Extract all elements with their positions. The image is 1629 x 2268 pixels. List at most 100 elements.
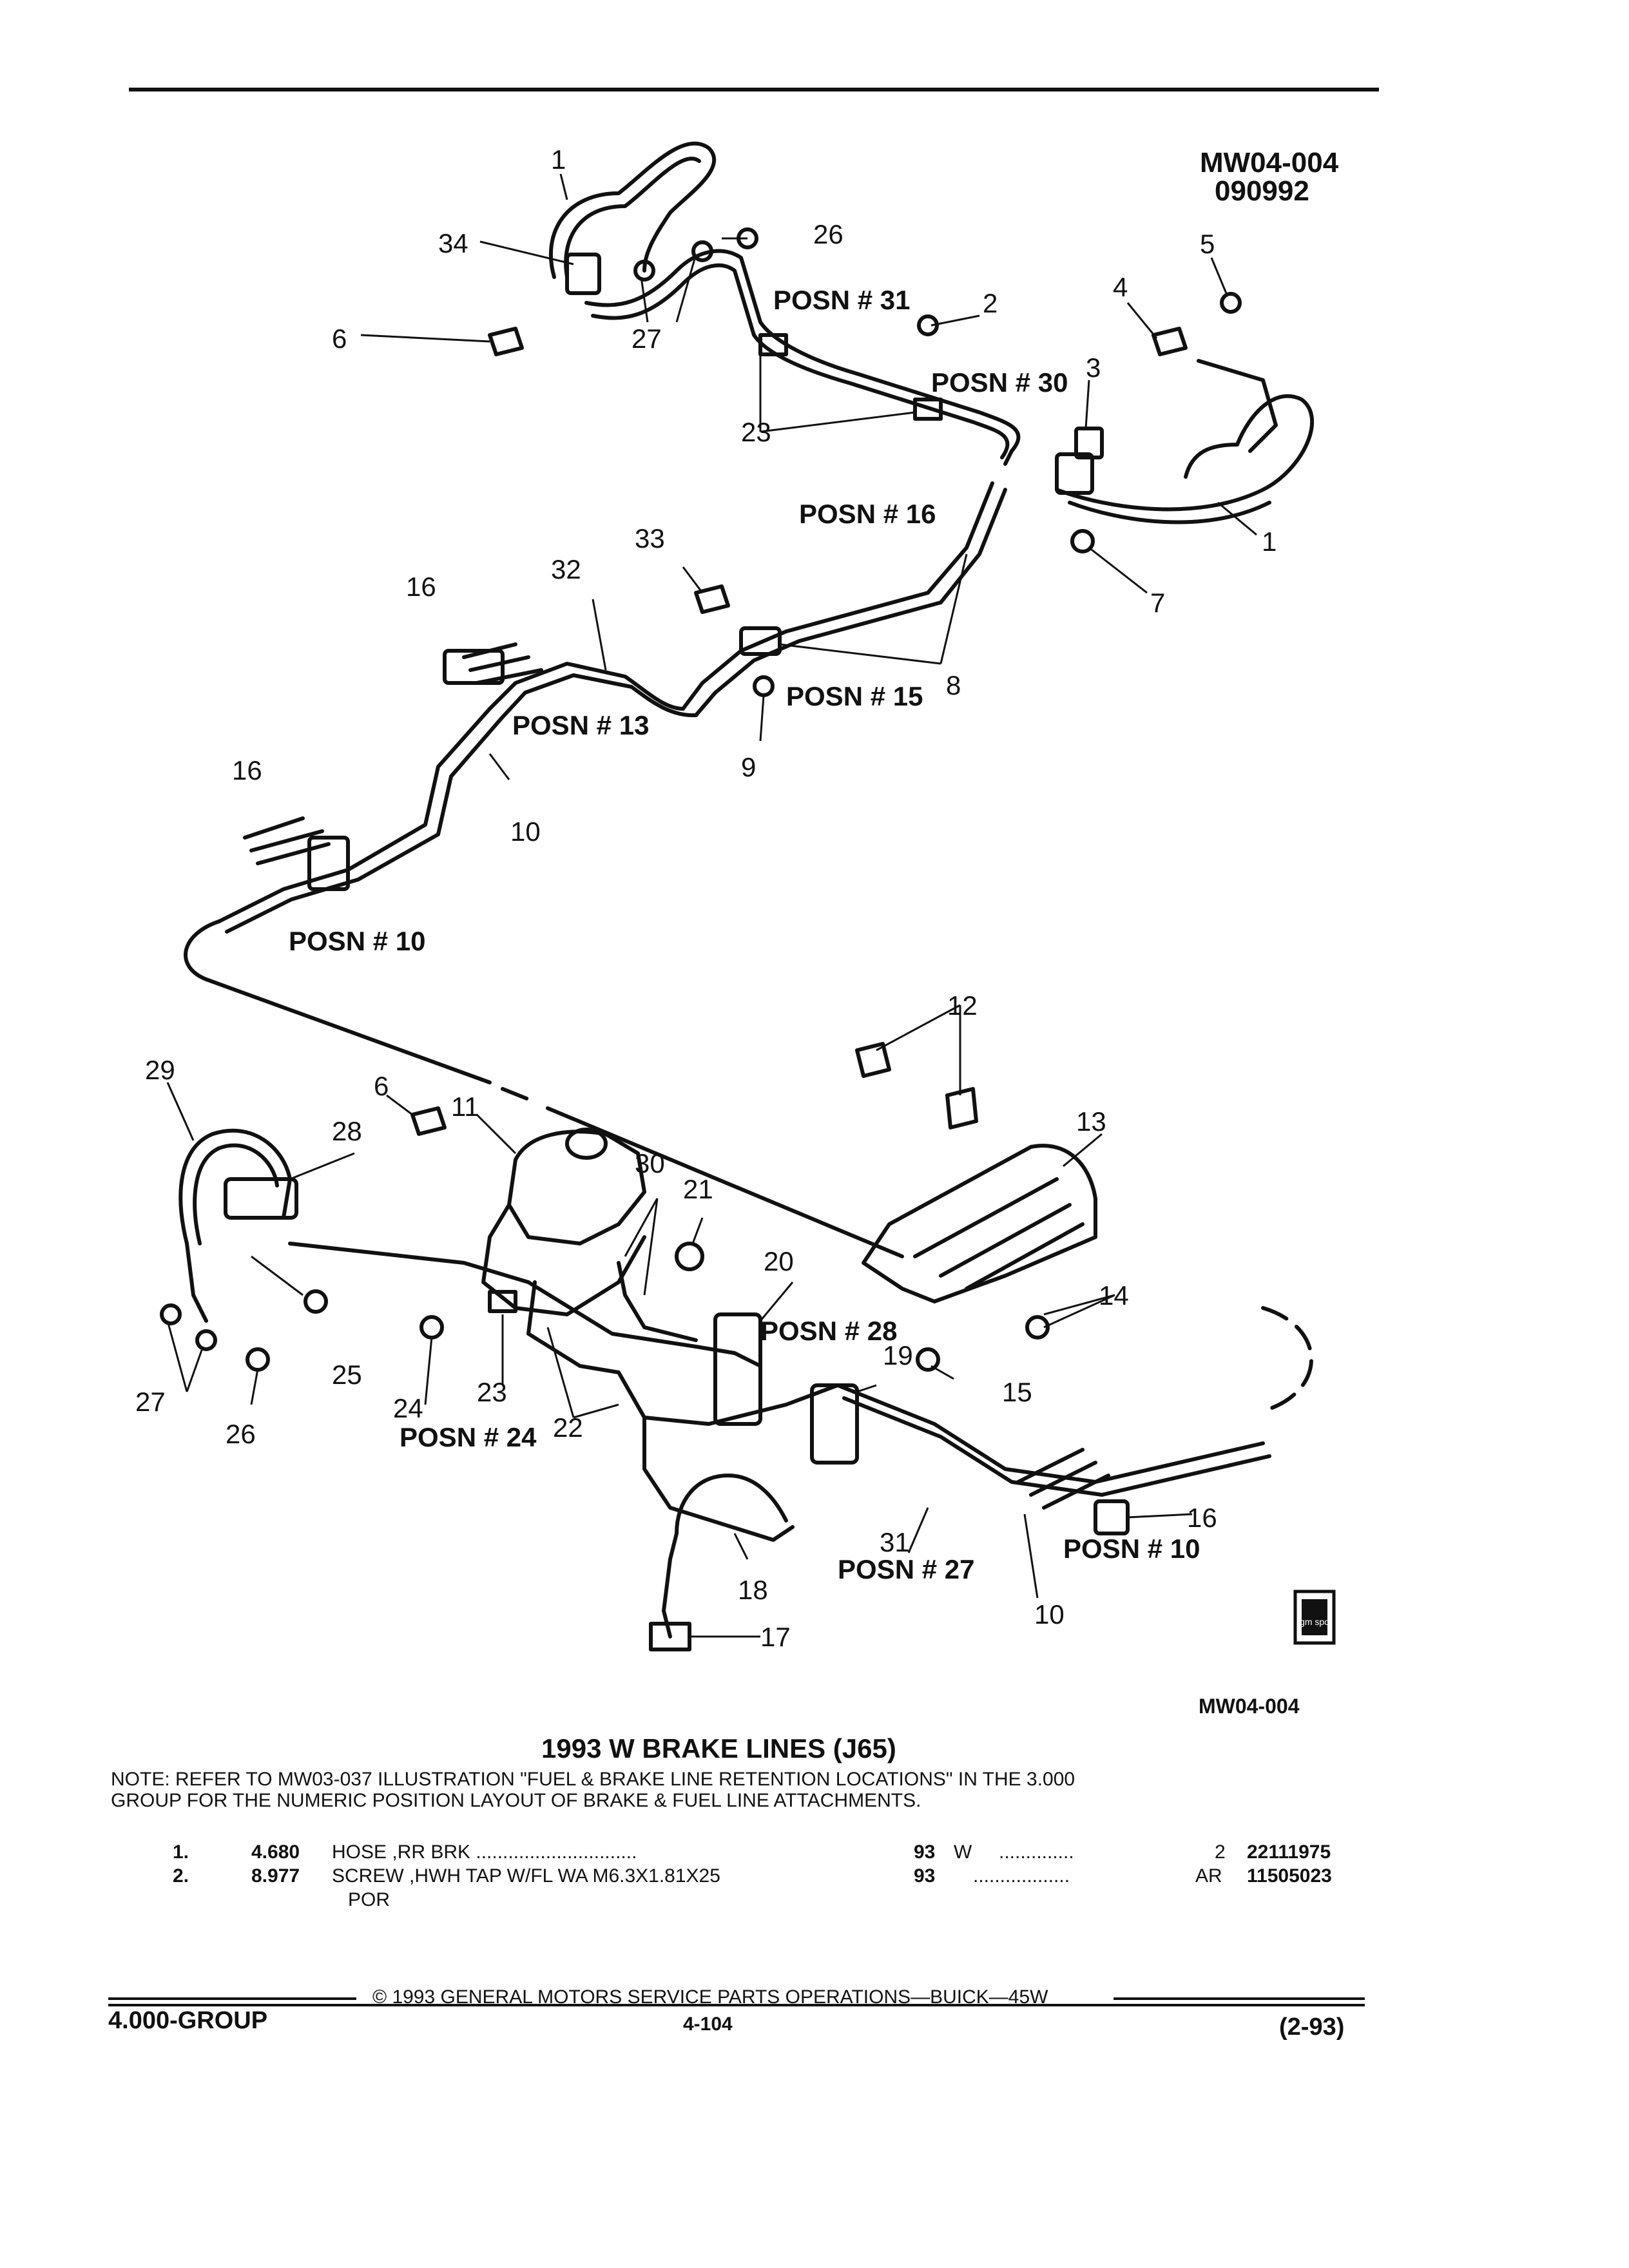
posn-10: POSN # 10 xyxy=(289,926,425,956)
part-1-number: 22111975 xyxy=(1247,1841,1331,1863)
footer-rule-full xyxy=(108,2004,1365,2006)
routing-loop-left xyxy=(184,919,492,1084)
page-title: 1993 W BRAKE LINES (J65) xyxy=(541,1733,896,1763)
callout-13: 13 xyxy=(1076,1106,1106,1137)
brake-line-upper-b xyxy=(591,263,1010,459)
footer-revision: (2-93) xyxy=(1279,2013,1345,2041)
heat-shield xyxy=(862,1144,1097,1303)
part-2-dots: .................. xyxy=(973,1865,1070,1887)
callout-30: 30 xyxy=(635,1148,665,1178)
part-2-qty: AR xyxy=(1195,1865,1222,1887)
connector-13 xyxy=(443,649,505,685)
rr-brake-hose-right-inner xyxy=(1068,501,1271,524)
clip-6b xyxy=(410,1106,447,1136)
callout-16-bottom: 16 xyxy=(1187,1503,1217,1533)
callout-19: 19 xyxy=(883,1340,913,1370)
callout-10-bottom: 10 xyxy=(1034,1599,1065,1629)
callout-33: 33 xyxy=(635,523,665,553)
part-1-code: 4.680 xyxy=(251,1841,300,1863)
rr-brake-hose-right xyxy=(1055,394,1315,512)
callout-4: 4 xyxy=(1113,272,1128,302)
nut-27c xyxy=(160,1303,182,1325)
callout-1-right: 1 xyxy=(1262,526,1277,557)
figure-code: MW04-004 xyxy=(1199,1695,1300,1718)
svg-text:gm spo: gm spo xyxy=(1300,1617,1329,1627)
footer-rule-right xyxy=(1113,1997,1365,2000)
front-hose-right xyxy=(662,1474,788,1639)
callout-5: 5 xyxy=(1200,229,1215,259)
callout-26-bottom: 26 xyxy=(226,1419,256,1449)
callout-24: 24 xyxy=(393,1393,423,1423)
screw-2 xyxy=(917,314,939,336)
posn-10-bottom: POSN # 10 xyxy=(1063,1533,1200,1564)
brake-line-upper-a xyxy=(584,249,1021,466)
callout-10: 10 xyxy=(510,816,541,847)
routing-loop-right xyxy=(1261,1306,1313,1413)
front-hose-left-inner xyxy=(193,1143,279,1245)
brake-line-mid-d xyxy=(225,673,698,934)
heat-shield-rib xyxy=(913,1177,1084,1291)
part-1-model: W xyxy=(954,1841,972,1863)
screw-9 xyxy=(753,675,775,697)
brake-line-bottom-b xyxy=(526,1280,840,1426)
hose-bracket-left xyxy=(565,253,601,295)
footer-group: 4.000-GROUP xyxy=(108,2007,268,2034)
clip-23b xyxy=(913,398,943,421)
nut-21 xyxy=(675,1242,704,1271)
callout-1: 1 xyxy=(551,144,566,175)
footer-page: 4-104 xyxy=(683,2013,733,2035)
callout-15: 15 xyxy=(1002,1377,1032,1407)
callout-27: 27 xyxy=(631,323,662,354)
clip-23c xyxy=(488,1290,517,1313)
callout-21: 21 xyxy=(683,1174,713,1204)
master-cylinder-reservoir xyxy=(507,1129,646,1245)
bracket-5-arm xyxy=(1197,359,1278,453)
clip-4 xyxy=(1152,327,1188,356)
brake-line-bottom-c xyxy=(617,1261,698,1342)
callout-22: 22 xyxy=(553,1412,583,1443)
screw-15 xyxy=(916,1347,940,1372)
diagram-date-code: 090992 xyxy=(1215,175,1309,207)
washer-27d xyxy=(195,1329,217,1351)
callout-23: 23 xyxy=(741,417,771,447)
screw-25 xyxy=(304,1289,328,1314)
part-1-year: 93 xyxy=(914,1841,936,1863)
screw-14a xyxy=(1025,1315,1050,1340)
front-hose-left-lower xyxy=(185,1242,208,1323)
rr-brake-hose-left-inner xyxy=(564,157,701,279)
part-2-code: 8.977 xyxy=(251,1865,300,1887)
callout-18: 18 xyxy=(738,1575,768,1605)
connector-17 xyxy=(649,1622,691,1651)
hose-bracket-right xyxy=(1055,452,1094,495)
clip-16-lower xyxy=(243,816,331,865)
nut-27a xyxy=(633,260,655,282)
posn-31: POSN # 31 xyxy=(773,285,910,315)
part-1-desc: HOSE ,RR BRK ...........................… xyxy=(332,1841,637,1863)
part-2-num: 2. xyxy=(173,1865,189,1887)
bolt-7 xyxy=(1070,529,1095,553)
bracket-28 xyxy=(224,1177,298,1220)
gm-spo-logo: gm spo xyxy=(1293,1590,1336,1645)
posn-24: POSN # 24 xyxy=(400,1422,537,1452)
callout-26: 26 xyxy=(813,219,843,249)
callout-7: 7 xyxy=(1150,588,1165,618)
callout-28: 28 xyxy=(332,1116,362,1146)
posn-16: POSN # 16 xyxy=(799,499,936,529)
callout-16: 16 xyxy=(406,572,436,602)
callout-14: 14 xyxy=(1099,1280,1129,1311)
callout-9: 9 xyxy=(741,752,756,782)
front-hose-left xyxy=(178,1128,292,1245)
bolt-5 xyxy=(1220,292,1242,314)
clip-16-bottom xyxy=(1016,1448,1110,1510)
callout-32: 32 xyxy=(551,554,581,584)
callout-8: 8 xyxy=(946,670,961,700)
part-2-number: 11505023 xyxy=(1247,1865,1332,1887)
clip-12a xyxy=(855,1042,891,1078)
diagram-code: MW04-004 xyxy=(1200,147,1339,178)
callout-6: 6 xyxy=(332,323,347,354)
junction-block-20 xyxy=(713,1312,762,1426)
brake-line-bottom-d xyxy=(836,1383,1265,1484)
callout-23-bottom: 23 xyxy=(477,1377,507,1407)
connector-10 xyxy=(307,836,350,891)
